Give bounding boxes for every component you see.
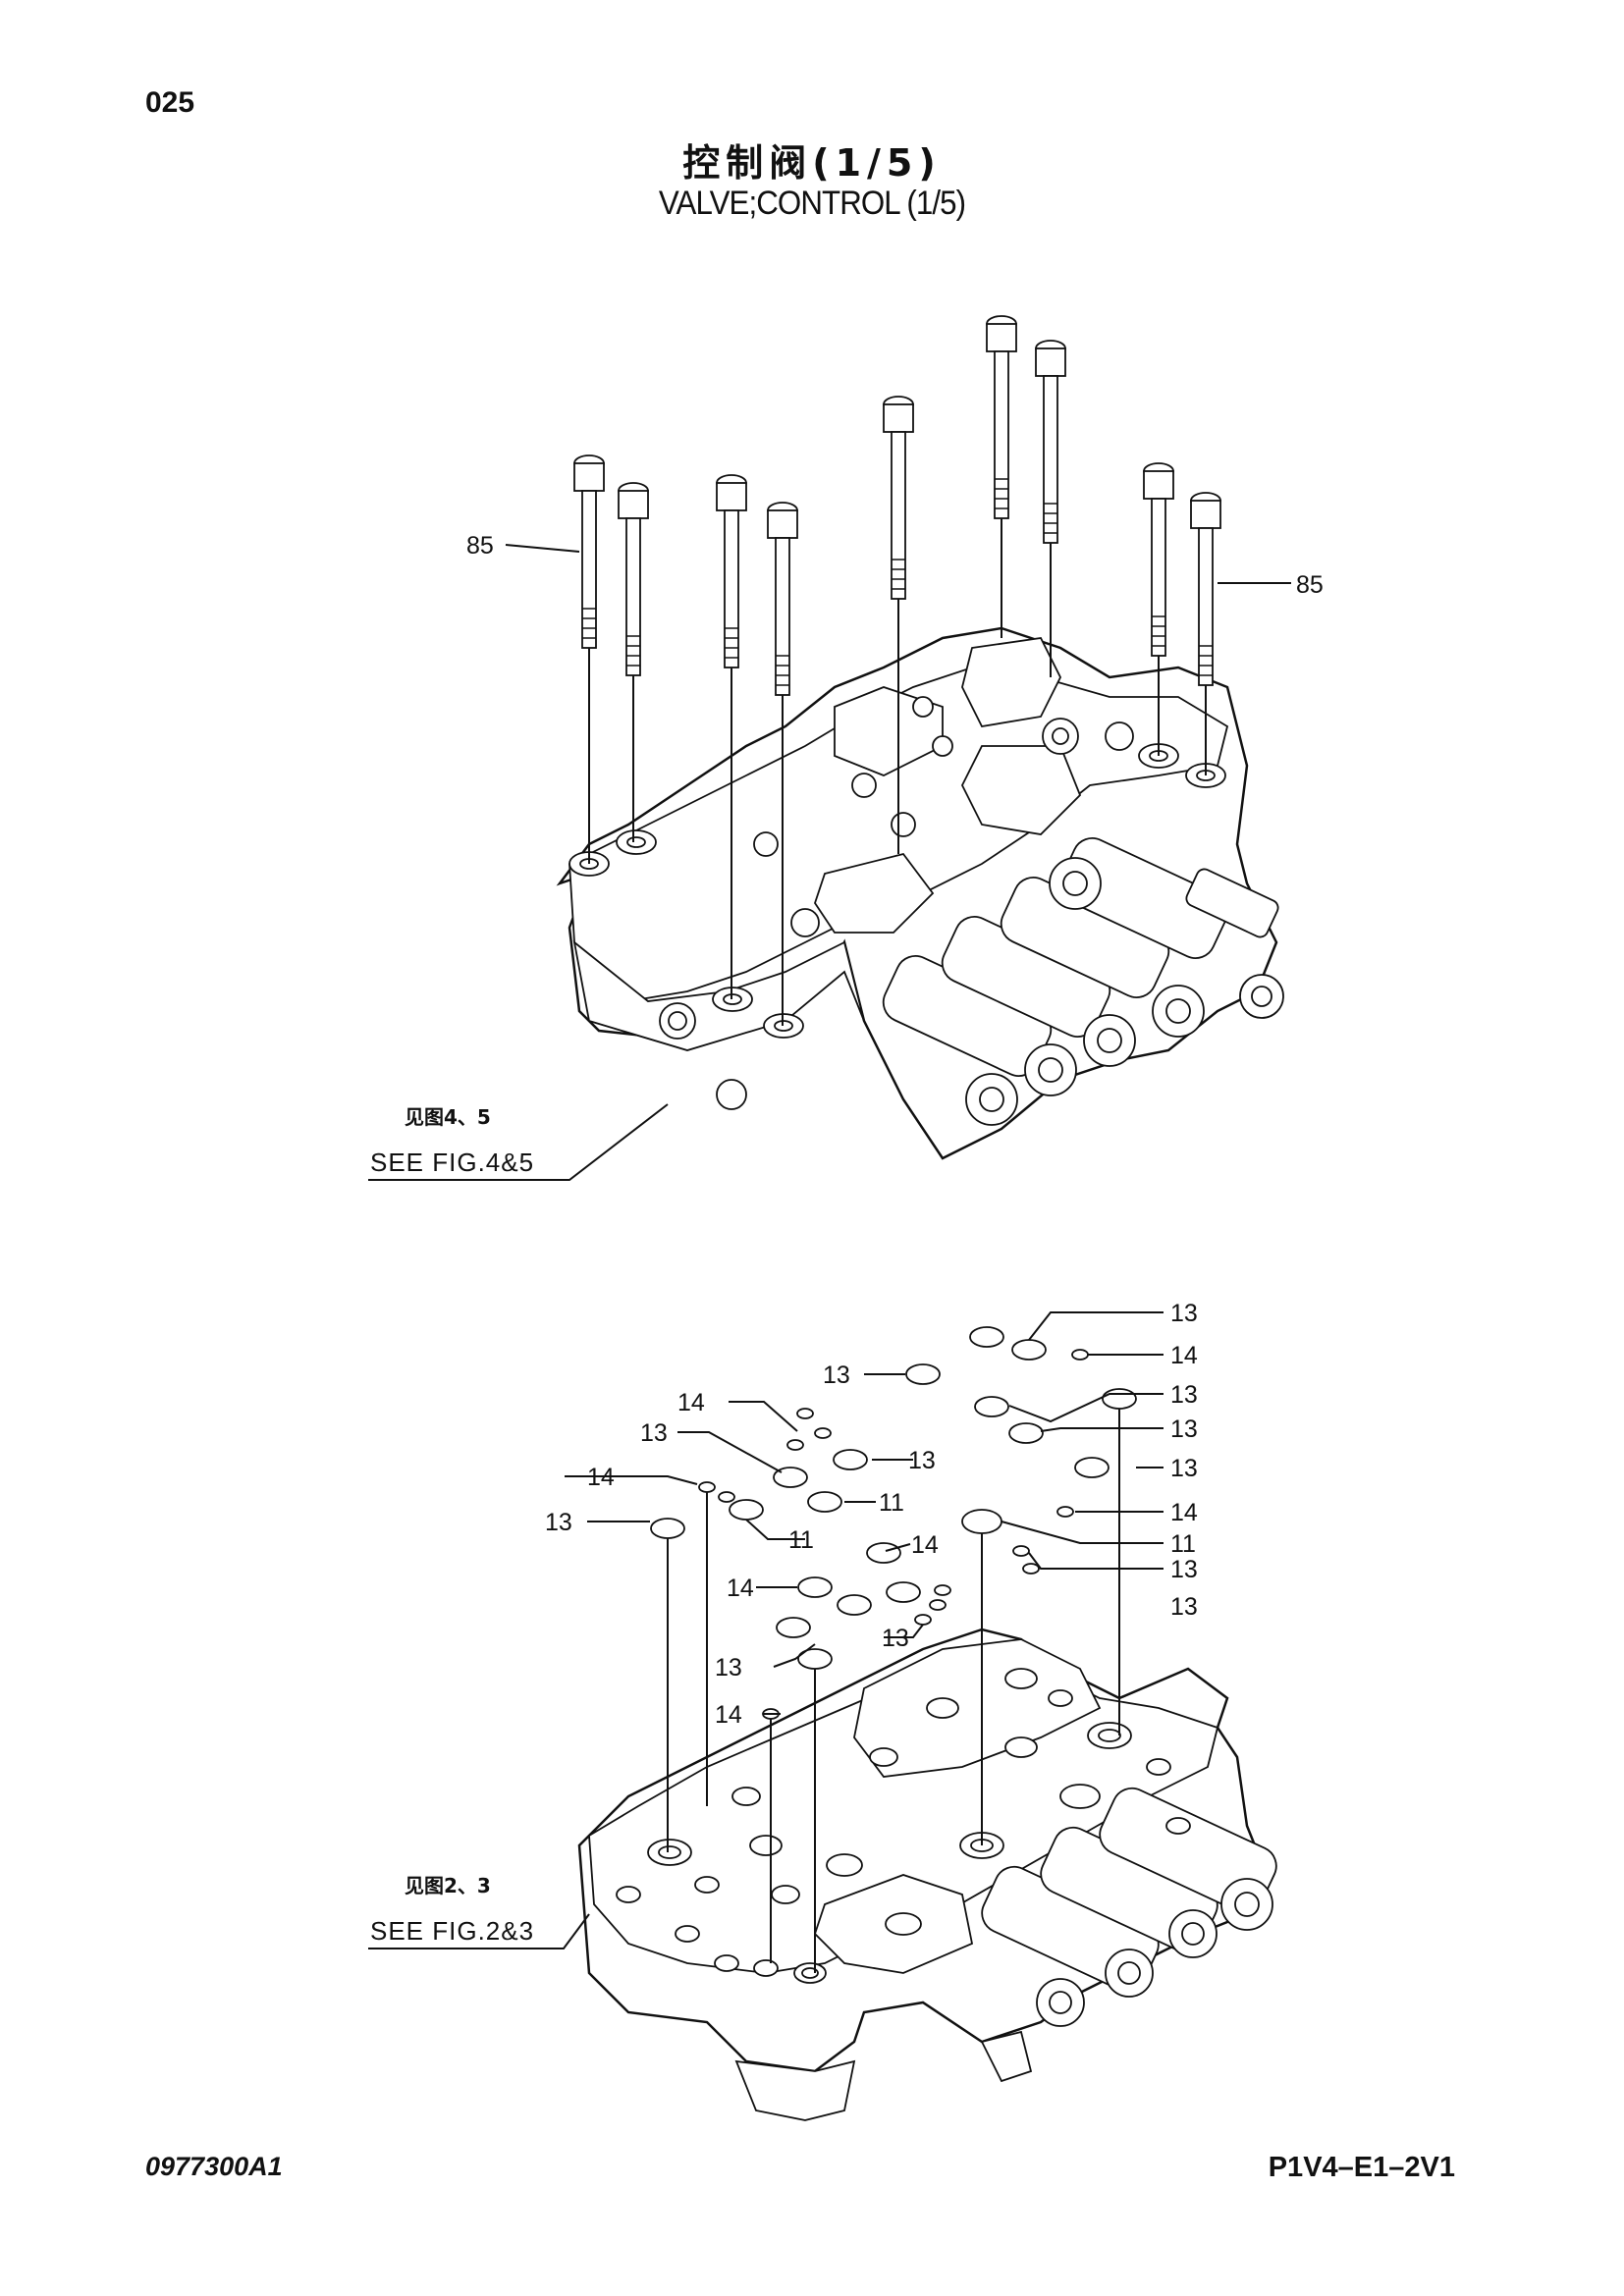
see-fig-4-5-reference: SEE FIG.4&5: [370, 1148, 534, 1177]
callout-13: 13: [1170, 1300, 1198, 1327]
callout-14: 14: [677, 1389, 705, 1416]
callout-11: 11: [1170, 1530, 1196, 1558]
seal-parts: [650, 1326, 1137, 1720]
callout-13: 13: [545, 1509, 572, 1536]
see-fig-4-5-leader: [368, 1103, 669, 1181]
see-fig-2-3-reference: SEE FIG.2&3: [370, 1916, 534, 1946]
model-code: P1V4–E1–2V1: [1268, 2152, 1455, 2183]
callout-13: 11: [879, 1489, 904, 1517]
callout-14: 14: [715, 1701, 742, 1729]
callout-14: 14: [587, 1464, 615, 1491]
bolts-part-85: [505, 315, 1291, 1026]
seal-center-lines: [667, 1409, 1120, 1973]
see-fig-4-5-chinese: 见图4、5: [405, 1105, 491, 1129]
callout-13: 13: [882, 1625, 909, 1652]
bolt-label-left: 85: [466, 532, 494, 560]
see-fig-2-3-leader: [368, 1913, 590, 1949]
callout-13: 13: [715, 1654, 742, 1682]
callout-13: 13: [1170, 1381, 1198, 1409]
callout-13: 13: [908, 1447, 936, 1474]
callout-11: 14: [911, 1531, 939, 1559]
see-fig-2-3-chinese: 见图2、3: [405, 1874, 491, 1897]
page-number: 025: [145, 86, 195, 119]
callout-14: 14: [1170, 1499, 1198, 1526]
callout-13: 13: [1170, 1455, 1198, 1482]
callout-14: 14: [1170, 1342, 1198, 1369]
callout-11: 11: [788, 1526, 814, 1554]
bottom-valve-assembly: [577, 1628, 1277, 2121]
drawing-code: 0977300A1: [145, 2152, 283, 2181]
top-valve-assembly: [556, 626, 1284, 1160]
callout-leaders: [565, 1311, 1164, 1715]
page-title-english: VALVE;CONTROL (1/5): [658, 185, 966, 222]
callout-13: 14: [727, 1575, 754, 1602]
callout-13: 13: [640, 1419, 668, 1447]
page-title-chinese: 控制阀(1/5): [682, 141, 942, 185]
callout-14: 13: [1170, 1593, 1198, 1621]
bolt-label-right: 85: [1296, 571, 1324, 599]
callout-13: 13: [1170, 1415, 1198, 1443]
callout-13: 13: [823, 1362, 850, 1389]
callout-14: 13: [1170, 1556, 1198, 1583]
